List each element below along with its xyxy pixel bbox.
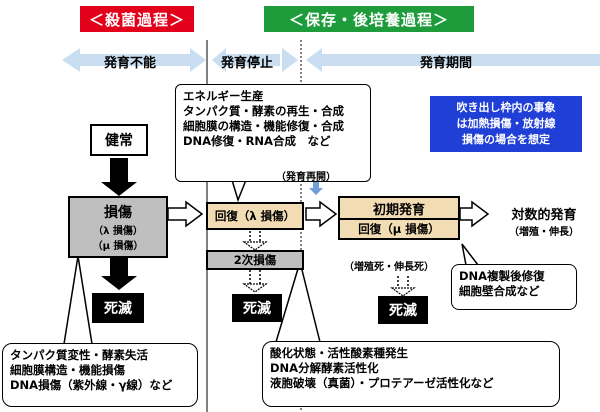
stage-label-no-growth: 発育不能: [104, 56, 157, 71]
oxidation-callout: 酸化状態・活性酸素種発生 DNA分解酵素活性化 液胞破壊（真菌）・プロテアーゼ活…: [262, 341, 560, 407]
growth-death-label: （増殖死・伸長死）: [344, 262, 434, 273]
log-growth-label: 対数的発育: [511, 208, 577, 223]
damage-causes-line-1: タンパク質変性・酵素失活: [10, 348, 148, 362]
energy-line-4: DNA修復・RNA合成 など: [183, 134, 331, 148]
energy-line-1: エネルギー生産: [183, 89, 264, 103]
recovery-mu-label: 回復（μ 損傷）: [358, 222, 440, 236]
info-line-3: 損傷の場合を想定: [462, 133, 550, 146]
storage-phase-header: ＜保存・後培養過程＞: [264, 6, 474, 32]
growth-restart-label: （発育再開）: [276, 172, 336, 183]
damage-causes-line-2: 細胞膜構造・機能損傷: [10, 363, 125, 377]
recovery-lambda-box: 回復（λ 損傷）: [206, 202, 304, 230]
death-box-2: 死滅: [232, 294, 282, 322]
sterilization-phase-header: ＜殺菌過程＞: [80, 6, 194, 32]
stage-label-growth-period: 発育期間: [420, 56, 473, 71]
death-box-3: 死滅: [378, 296, 428, 324]
death-box-1: 死滅: [92, 293, 144, 323]
secondary-damage-label: 2次損傷: [233, 253, 277, 267]
dna-repair-line-1: DNA複製後修復: [459, 269, 545, 283]
damage-causes-line-3: DNA損傷（紫外線・γ線）など: [10, 378, 173, 392]
recovery-mu-box: 回復（μ 損傷）: [338, 218, 460, 240]
death-label-1: 死滅: [104, 301, 132, 317]
damage-mu-label: （μ 損傷）: [92, 241, 144, 252]
healthy-label: 健常: [105, 133, 133, 149]
info-box: 吹き出し枠内の事象 は加熱損傷・放射線 損傷の場合を想定: [430, 96, 582, 152]
energy-callout: エネルギー生産 タンパク質・酵素の再生・合成 細胞膜の構造・機能修復・合成 DN…: [175, 84, 371, 182]
damage-lambda-label: （λ 損傷）: [93, 226, 143, 237]
damage-causes-callout: タンパク質変性・酵素失活 細胞膜構造・機能損傷 DNA損傷（紫外線・γ線）など: [2, 343, 198, 407]
info-line-2: は加熱損傷・放射線: [456, 117, 556, 130]
damage-label: 損傷: [104, 205, 132, 221]
oxidation-line-3: 液胞破壊（真菌）・プロテアーゼ活性化など: [270, 376, 494, 390]
initial-growth-label: 初期発育: [372, 202, 425, 218]
energy-line-3: 細胞膜の構造・機能修復・合成: [183, 119, 344, 133]
recovery-lambda-label: 回復（λ 損傷）: [214, 209, 296, 223]
energy-line-2: タンパク質・酵素の再生・合成: [183, 104, 344, 118]
oxidation-line-2: DNA分解酵素活性化: [270, 361, 379, 375]
death-label-3: 死滅: [389, 303, 417, 319]
info-line-1: 吹き出し枠内の事象: [456, 101, 556, 114]
oxidation-line-1: 酸化状態・活性酸素種発生: [270, 346, 408, 360]
secondary-damage-box: 2次損傷: [206, 250, 304, 270]
initial-growth-box: 初期発育: [338, 196, 460, 220]
healthy-box: 健常: [90, 124, 148, 156]
dna-repair-callout: DNA複製後修復 細胞壁合成など: [451, 264, 577, 310]
log-growth: 対数的発育 （増殖・伸長）: [494, 204, 594, 238]
death-label-2: 死滅: [243, 301, 271, 317]
dna-repair-line-2: 細胞壁合成など: [459, 284, 540, 298]
damage-box: 損傷 （λ 損傷） （μ 損傷）: [68, 196, 168, 258]
stage-label-growth-halt: 発育停止: [221, 56, 274, 71]
log-growth-sub-label: （増殖・伸長）: [509, 227, 579, 238]
